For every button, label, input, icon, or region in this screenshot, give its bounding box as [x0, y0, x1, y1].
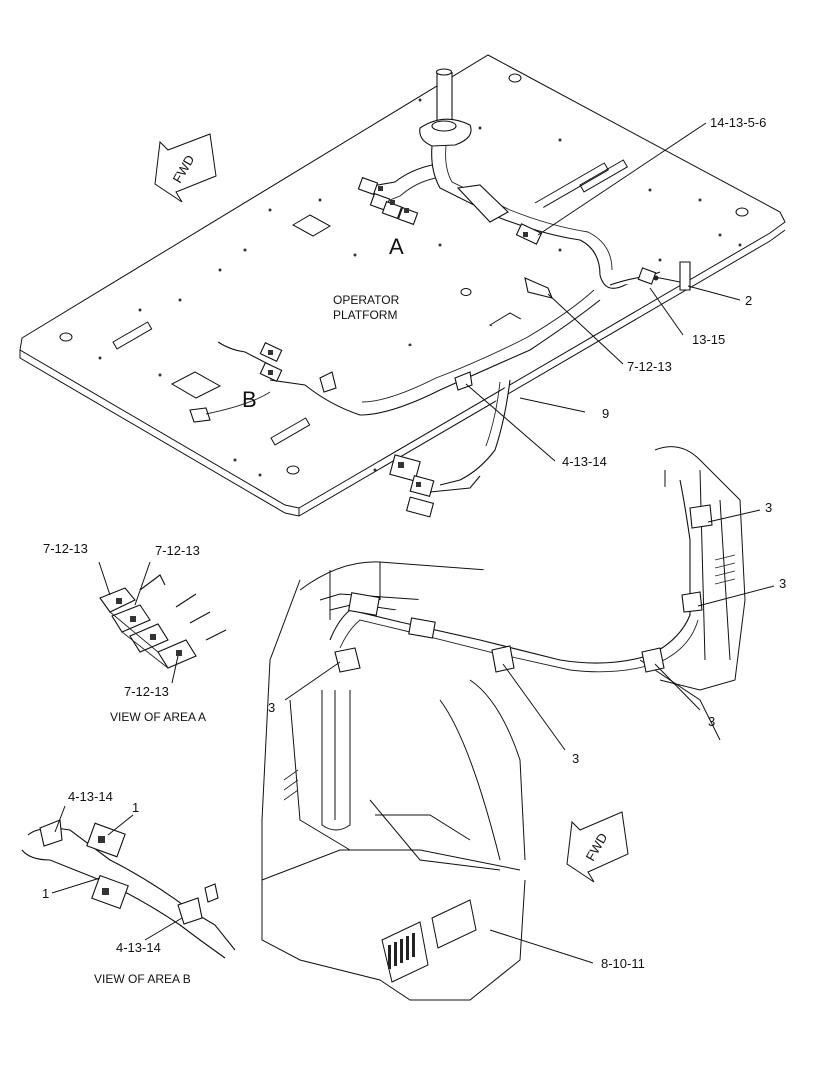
lower-connectors [389, 454, 481, 518]
callout-view-a-7-12-13-bottom: 7-12-13 [124, 684, 169, 699]
callout-3-upper-right: 3 [765, 500, 772, 515]
platform-harness [189, 145, 691, 518]
column-stub [419, 68, 472, 147]
callout-view-b-1-left: 1 [42, 886, 49, 901]
callout-3-left: 3 [268, 700, 275, 715]
view-area-a-caption: VIEW OF AREA A [110, 710, 206, 724]
leader-lines [51, 122, 775, 964]
fwd-arrow-upper: FWD [154, 133, 217, 203]
clip-7-12-13 [524, 277, 553, 299]
right-harness-end [609, 261, 691, 291]
fwd-label-upper: FWD [170, 152, 198, 185]
view-area-b [21, 819, 236, 959]
area-a-letter: A [389, 234, 404, 259]
callout-14-13-5-6: 14-13-5-6 [710, 115, 766, 130]
callout-4-13-14: 4-13-14 [562, 454, 607, 469]
frame-clips [334, 504, 713, 673]
callout-3-center: 3 [572, 751, 579, 766]
inline-connector [456, 184, 543, 245]
view-area-b-caption: VIEW OF AREA B [94, 972, 191, 986]
plate-bosses [59, 73, 749, 475]
cab-frame-structure [261, 446, 746, 1001]
fwd-label-lower: FWD [583, 830, 611, 863]
platform-label-line2: PLATFORM [333, 308, 397, 322]
fwd-arrow-lower: FWD [566, 811, 629, 883]
callout-8-10-11: 8-10-11 [601, 956, 645, 971]
callout-labels: 14-13-5-6 2 13-15 7-12-13 9 4-13-14 3 3 … [42, 115, 786, 971]
callout-view-a-7-12-13-right: 7-12-13 [155, 543, 200, 558]
callout-view-b-4-13-14-bottom: 4-13-14 [116, 940, 161, 955]
callout-view-a-7-12-13-left: 7-12-13 [43, 541, 88, 556]
callout-view-b-1-top: 1 [132, 800, 139, 815]
area-b-letter: B [242, 387, 257, 412]
area-b-connectors [189, 341, 283, 423]
callout-7-12-13: 7-12-13 [627, 359, 672, 374]
callout-3-right: 3 [779, 576, 786, 591]
callout-3-lower-right: 3 [708, 714, 715, 729]
callout-2: 2 [745, 293, 752, 308]
platform-label-line1: OPERATOR [333, 293, 400, 307]
callout-9: 9 [602, 406, 609, 421]
callout-13-15: 13-15 [692, 332, 725, 347]
area-a-connectors [357, 176, 419, 226]
callout-view-b-4-13-14-top: 4-13-14 [68, 789, 113, 804]
view-area-a [99, 574, 227, 669]
